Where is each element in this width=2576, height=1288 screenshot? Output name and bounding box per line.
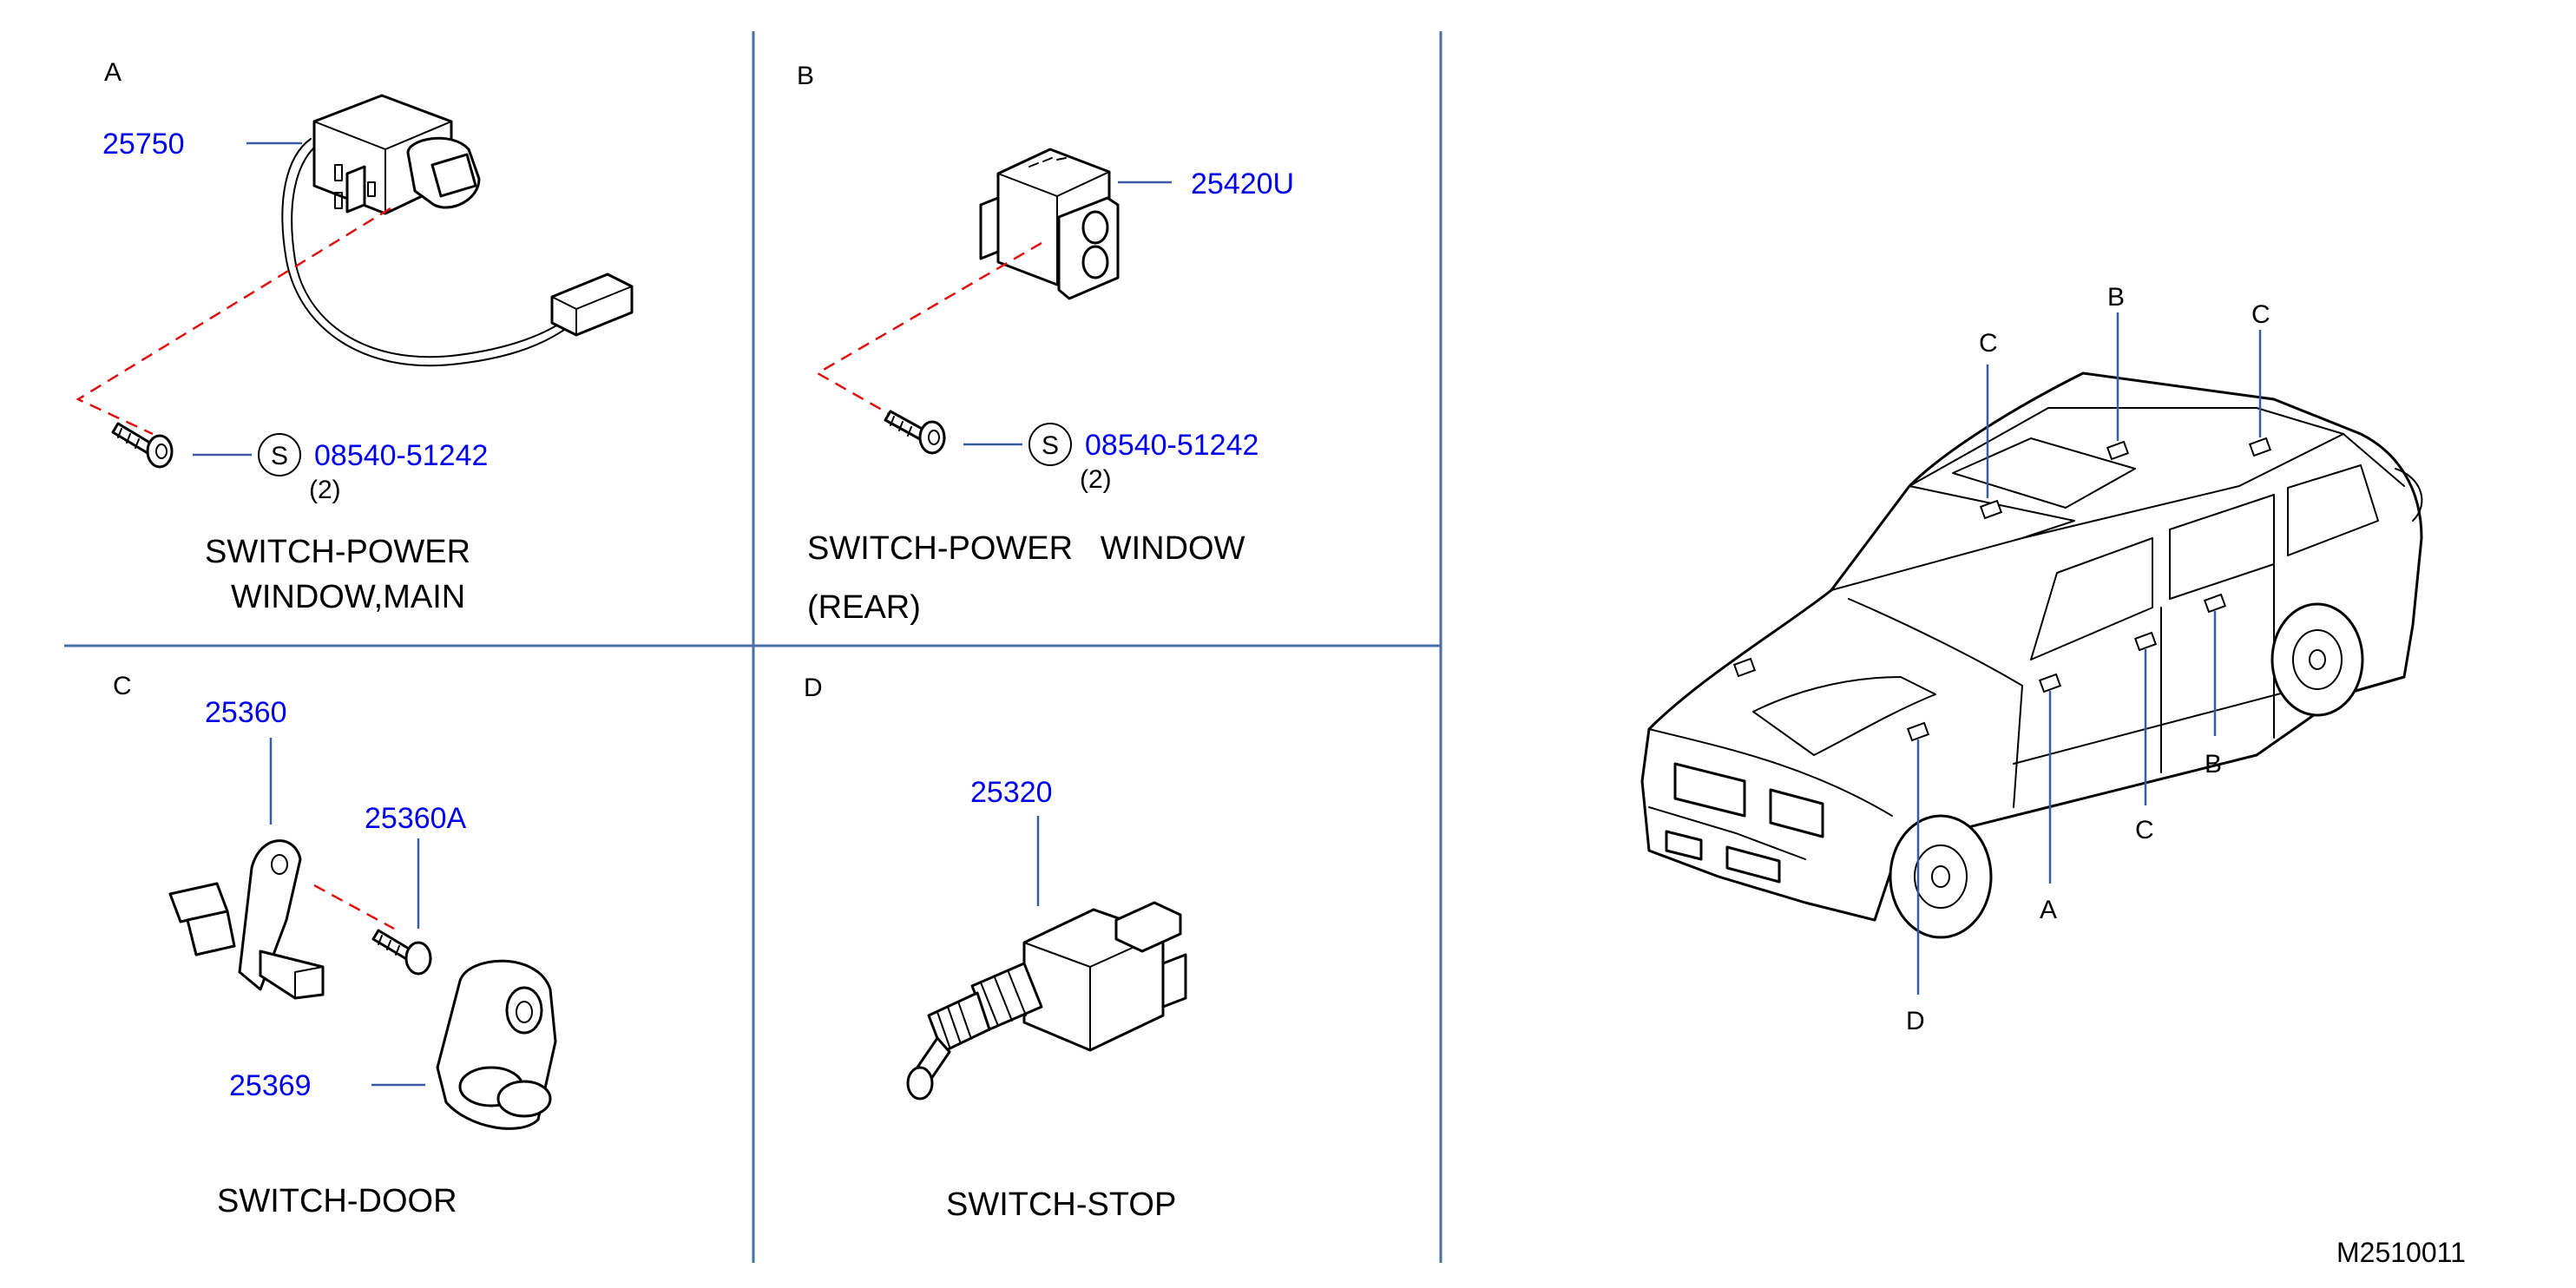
- door-switch-cap-illustration: [436, 959, 557, 1130]
- part-number-08540-51242-b[interactable]: 08540-51242: [1085, 429, 1258, 462]
- part-number-25360a[interactable]: 25360A: [365, 802, 467, 835]
- part-number-25420u[interactable]: 25420U: [1191, 168, 1294, 200]
- stop-switch-illustration: [906, 901, 1187, 1101]
- section-d: D 25320 SWITCH-STOP: [804, 674, 1187, 1223]
- location-label-b-side: B: [2205, 750, 2222, 779]
- marker-b-top: [2106, 440, 2130, 461]
- vehicle-illustration: [1640, 371, 2423, 939]
- screw-a: [111, 422, 174, 469]
- marker-d-front: [1906, 721, 1930, 742]
- section-a-letter: A: [104, 58, 122, 87]
- main-window-switch-illustration: [281, 94, 634, 367]
- marker-c-top-right: [2248, 437, 2272, 457]
- vehicle-location-view: C B C B C A D: [1640, 283, 2423, 1035]
- part-number-25360[interactable]: 25360: [205, 696, 287, 729]
- marker-c-top-left: [1979, 499, 2003, 520]
- location-label-b-top: B: [2107, 283, 2125, 312]
- symbol-s-a: S: [271, 442, 288, 470]
- location-label-c-side: C: [2135, 816, 2154, 844]
- marker-b-side: [2203, 593, 2227, 614]
- door-switch-illustration: [168, 839, 325, 1000]
- assembly-line-a: [76, 207, 391, 436]
- part-number-25320[interactable]: 25320: [970, 776, 1053, 809]
- standard-part-symbol-a: [258, 433, 301, 476]
- section-b: B 25420U S 08540-51242 (2) SWITCH-POWER …: [797, 62, 1294, 626]
- section-c-title: SWITCH-DOOR: [217, 1183, 457, 1219]
- part-number-25750[interactable]: 25750: [102, 128, 185, 161]
- section-c: C 25360 25360A 25369 SWITCH-DOOR: [113, 672, 557, 1219]
- symbol-s-b: S: [1042, 431, 1059, 460]
- section-b-letter: B: [797, 62, 814, 90]
- screw-c: [371, 929, 432, 976]
- location-label-c-top-right: C: [2251, 300, 2270, 329]
- section-d-title: SWITCH-STOP: [946, 1186, 1176, 1223]
- fastener-quantity-a: (2): [309, 476, 341, 504]
- marker-a-side: [2038, 673, 2062, 693]
- part-number-25369[interactable]: 25369: [229, 1069, 312, 1102]
- screw-b: [884, 410, 946, 455]
- section-dividers: [64, 31, 1442, 1263]
- marker-hood: [1732, 657, 1757, 678]
- section-c-letter: C: [113, 672, 132, 700]
- section-a-title-line1: SWITCH-POWER: [205, 534, 470, 570]
- assembly-line-b: [815, 241, 1042, 418]
- front-wheel: [1889, 814, 1993, 939]
- location-markers: C B C B C A D: [1732, 283, 2272, 1035]
- section-a-title-line2: WINDOW,MAIN: [231, 579, 465, 615]
- part-number-08540-51242-a[interactable]: 08540-51242: [314, 439, 488, 472]
- section-b-title-line2: (REAR): [807, 589, 921, 626]
- section-a: A 25750: [76, 58, 634, 615]
- standard-part-symbol-b: [1028, 423, 1072, 466]
- section-b-title-line1: SWITCH-POWER WINDOW: [807, 530, 1245, 567]
- assembly-line-c: [313, 884, 395, 930]
- rear-window-switch-illustration: [979, 148, 1120, 300]
- rear-wheel: [2270, 602, 2364, 717]
- marker-c-side: [2133, 631, 2158, 652]
- location-label-d-front: D: [1906, 1007, 1925, 1035]
- location-label-a-side: A: [2040, 896, 2057, 924]
- location-label-c-top-left: C: [1979, 329, 1998, 358]
- fastener-quantity-b: (2): [1080, 465, 1112, 494]
- diagram-code: M2510011: [2336, 1237, 2466, 1268]
- section-d-letter: D: [804, 674, 823, 702]
